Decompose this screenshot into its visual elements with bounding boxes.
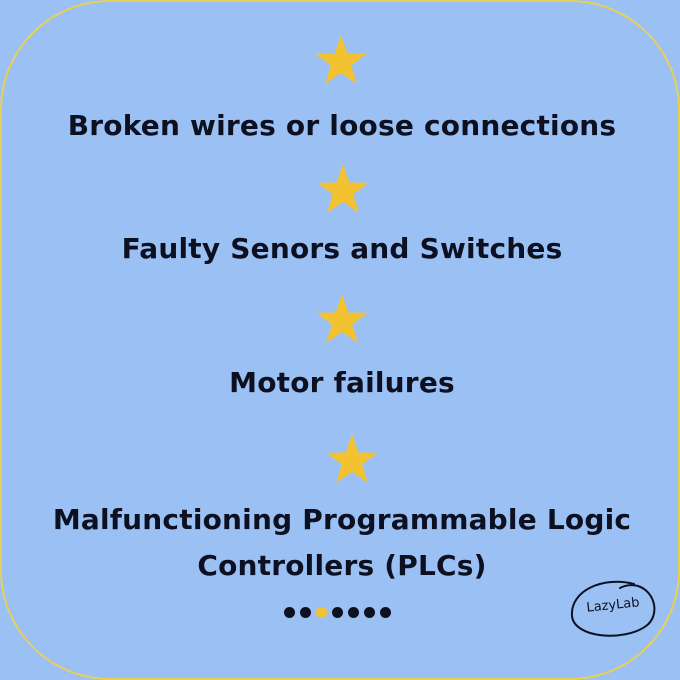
pagination-dot[interactable]	[300, 607, 311, 618]
pagination-dots	[284, 607, 391, 618]
pagination-dot[interactable]	[332, 607, 343, 618]
item-label-1: Broken wires or loose connections	[67, 109, 617, 142]
item-label-4-line-2: Controllers (PLCs)	[197, 549, 487, 582]
pagination-dot[interactable]	[380, 607, 391, 618]
pagination-dot-active[interactable]	[316, 607, 327, 618]
item-label-3: Motor failures	[229, 366, 455, 399]
pagination-dot[interactable]	[284, 607, 295, 618]
star-icon	[316, 162, 370, 216]
lazylab-logo: LazyLab	[564, 576, 662, 644]
star-icon	[315, 292, 369, 346]
pagination-dot[interactable]	[364, 607, 375, 618]
item-label-4-line-1: Malfunctioning Programmable Logic	[52, 503, 632, 536]
item-label-2: Faulty Senors and Switches	[121, 232, 563, 265]
pagination-dot[interactable]	[348, 607, 359, 618]
star-icon	[314, 33, 368, 87]
star-icon	[325, 432, 379, 486]
